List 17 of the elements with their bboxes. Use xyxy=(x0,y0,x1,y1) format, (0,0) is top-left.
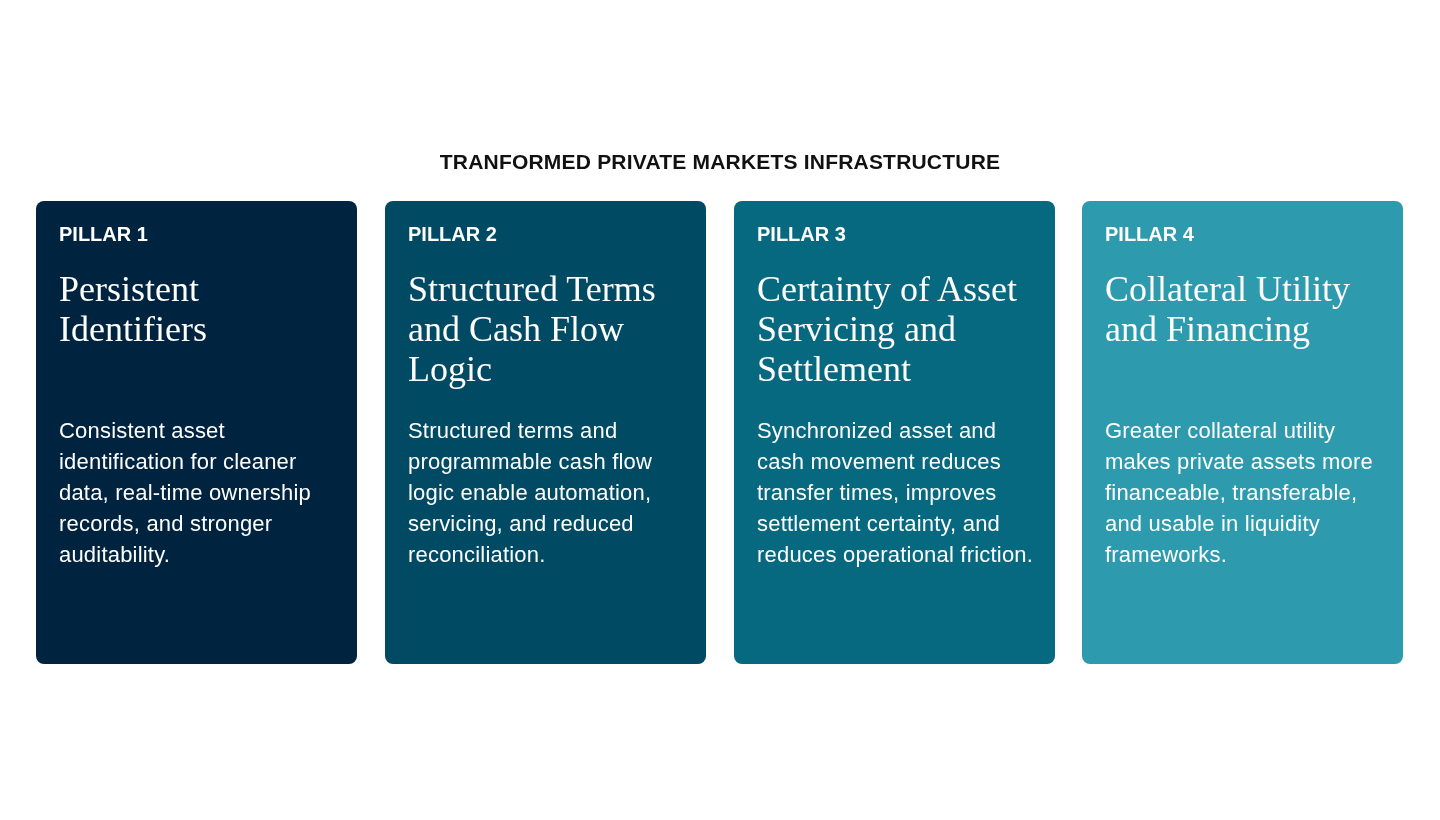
pillar-heading: Collateral Utility and Financing xyxy=(1105,269,1351,349)
pillar-description: Greater collateral utility makes private assets more financeable, transferable, and usable in liquidity frameworks. xyxy=(1105,417,1374,569)
pillar-card xyxy=(1082,201,1403,664)
pillar-label: PILLAR 1 xyxy=(59,223,148,246)
diagram-title: TRANFORMED PRIVATE MARKETS INFRASTRUCTURE xyxy=(438,150,1002,174)
pillar-label: PILLAR 4 xyxy=(1105,223,1194,246)
pillar-card xyxy=(385,201,706,664)
pillar-description: Synchronized asset and cash movement reduces transfer times, improves settlement certainty, and reduces operational friction. xyxy=(757,417,1035,569)
pillar-heading: Certainty of Asset Servicing and Settlement xyxy=(757,269,1018,389)
pillar-heading: Structured Terms and Cash Flow Logic xyxy=(408,269,657,389)
pillar-heading: Persistent Identifiers xyxy=(59,269,208,349)
pillar-description: Structured terms and programmable cash flow logic enable automation, servicing, and reduced reconciliation. xyxy=(408,417,654,569)
pillar-description: Consistent asset identification for cleaner data, real-time ownership records, and stronger auditability. xyxy=(59,417,312,569)
pillar-card xyxy=(36,201,357,664)
pillar-label: PILLAR 3 xyxy=(757,223,846,246)
pillar-card xyxy=(734,201,1055,664)
pillar-label: PILLAR 2 xyxy=(408,223,497,246)
